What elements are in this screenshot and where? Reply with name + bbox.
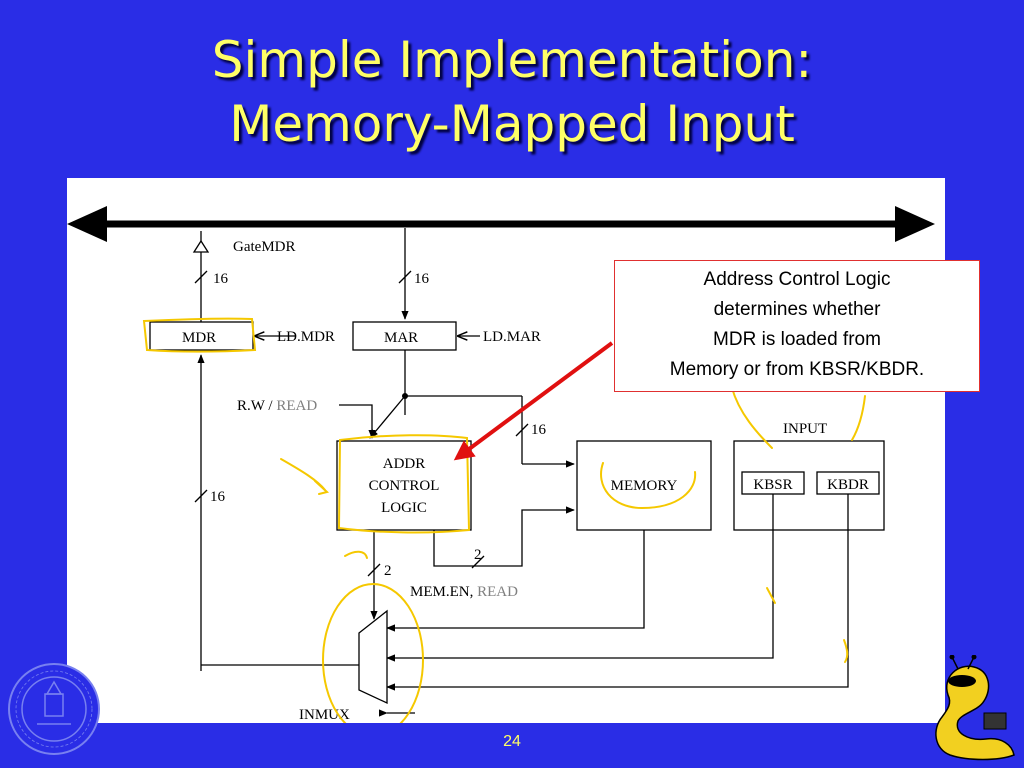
mdr-label: MDR bbox=[182, 330, 216, 346]
yellow-annotations bbox=[142, 317, 866, 723]
memory-box bbox=[576, 440, 712, 531]
bus-width-label: 16 bbox=[210, 489, 226, 505]
bus-width-label: 16 bbox=[531, 422, 547, 438]
mar-label: MAR bbox=[384, 330, 418, 346]
mdr-path bbox=[149, 231, 359, 671]
inmux-shape bbox=[358, 609, 388, 705]
system-bus bbox=[67, 206, 935, 242]
addr-line-3: LOGIC bbox=[381, 500, 427, 516]
gate-mdr-label: GateMDR bbox=[233, 239, 296, 255]
university-seal-icon bbox=[8, 663, 100, 755]
callout-line-1: Address Control Logic bbox=[703, 269, 891, 290]
title-line-1: Simple Implementation: bbox=[211, 31, 813, 89]
callout-line-4: Memory or from KBSR/KBDR. bbox=[669, 359, 925, 380]
mem-en-read-text: READ bbox=[477, 584, 518, 600]
mdr-box bbox=[149, 321, 254, 351]
callout-arrow bbox=[453, 341, 614, 461]
bus-width-label: 16 bbox=[213, 271, 229, 287]
ld-mar-label: LD.MAR bbox=[483, 329, 541, 345]
title-line-2: Memory-Mapped Input bbox=[229, 95, 795, 153]
memory-label: MEMORY bbox=[611, 478, 678, 494]
bus-width-label: 2 bbox=[384, 563, 392, 579]
callout-line-2: determines whether bbox=[713, 299, 881, 320]
mem-en-text: MEM.EN, bbox=[410, 584, 477, 600]
addr-control-outputs bbox=[367, 506, 575, 620]
tristate-buffer-icon bbox=[192, 239, 210, 253]
bus-width-label: 16 bbox=[414, 271, 430, 287]
input-label: INPUT bbox=[783, 421, 827, 437]
kbdr-to-mux bbox=[386, 494, 849, 691]
kbdr-label: KBDR bbox=[827, 477, 869, 493]
callout-box: Address Control Logic determines whether… bbox=[614, 260, 980, 392]
mem-en-label: MEM.EN, READ bbox=[410, 584, 518, 600]
addr-line-1: ADDR bbox=[383, 456, 426, 472]
addr-control-logic-box bbox=[336, 440, 472, 531]
mar-path bbox=[339, 228, 575, 468]
kbsr-label: KBSR bbox=[753, 477, 792, 493]
inmux-label: INMUX bbox=[299, 707, 350, 723]
callout-line-3: MDR is loaded from bbox=[713, 329, 881, 350]
bus-width-label: 2 bbox=[474, 547, 482, 563]
slide-title: Simple Implementation: Memory-Mapped Inp… bbox=[0, 28, 1024, 156]
page-number: 24 bbox=[503, 733, 521, 750]
memory-to-mux bbox=[386, 530, 645, 632]
rw-text: R.W / bbox=[237, 398, 276, 414]
kbsr-to-mux bbox=[386, 494, 774, 662]
io-diagram: GateMDR 16 16 16 16 2 2 MDR LD.MDR MAR L… bbox=[67, 178, 980, 723]
rw-read-text: READ bbox=[276, 398, 317, 414]
slug-mascot-icon bbox=[935, 655, 1015, 761]
ld-mdr-label: LD.MDR bbox=[277, 329, 335, 345]
diagram-svg: GateMDR 16 16 16 16 2 2 MDR LD.MDR MAR L… bbox=[67, 206, 935, 723]
rw-label: R.W / READ bbox=[237, 398, 317, 414]
addr-line-2: CONTROL bbox=[369, 478, 440, 494]
